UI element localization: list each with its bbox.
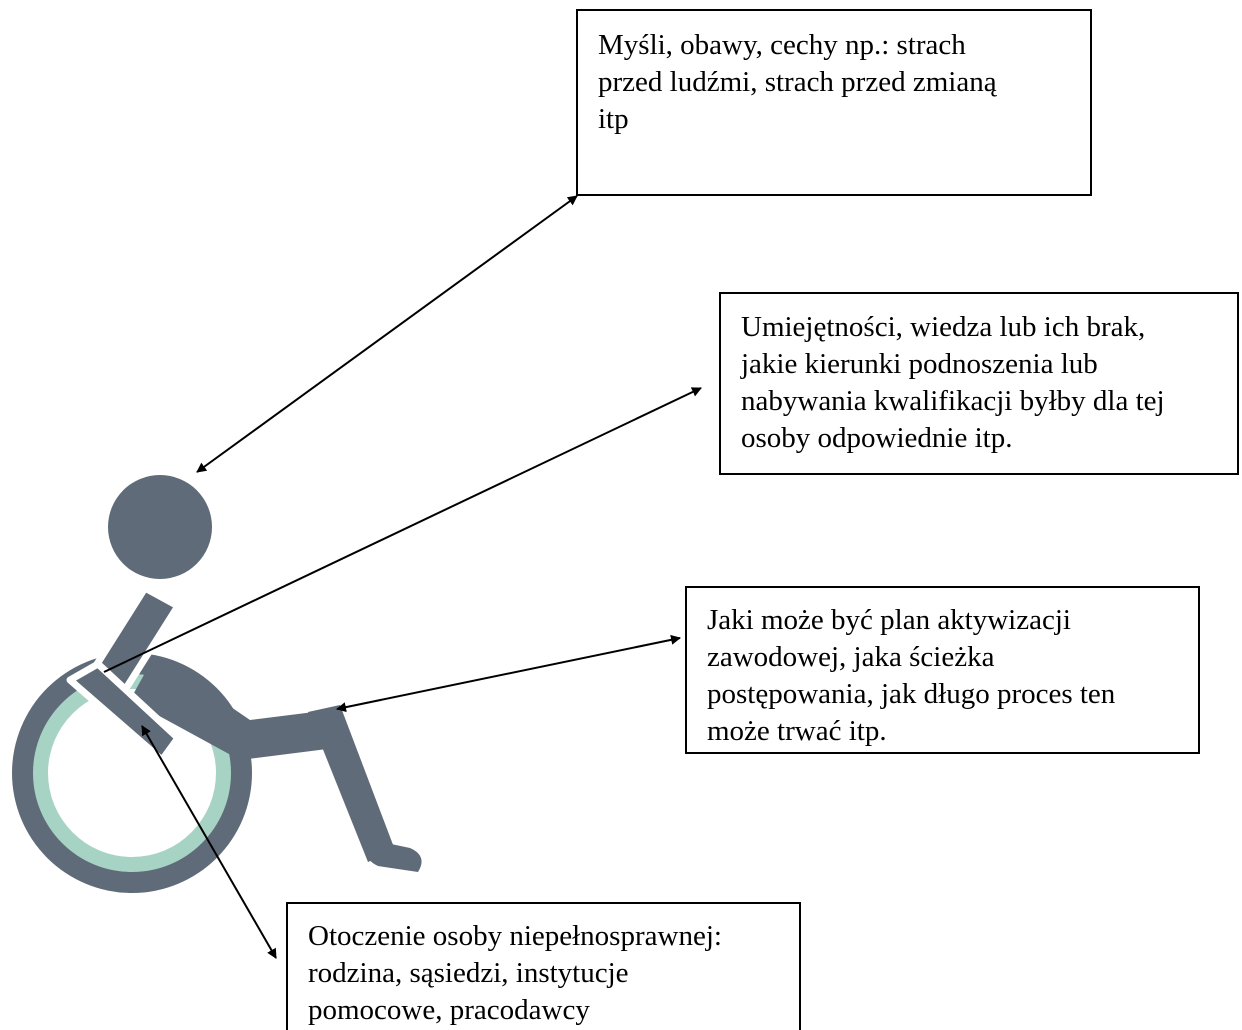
arrow-head-to-thoughts — [196, 195, 578, 473]
figure-foot — [367, 840, 422, 872]
wheelchair-user-icon — [12, 475, 422, 893]
figure-thigh — [130, 655, 335, 760]
note-skills-knowledge: Umiejętności, wiedza lub ich brak, jakie… — [719, 292, 1239, 475]
arrow-arm-to-skills — [103, 387, 702, 673]
figure-shin — [308, 705, 395, 862]
figure-head — [108, 475, 212, 579]
note-activation-plan: Jaki może być plan aktywizacji zawodowej… — [685, 586, 1200, 754]
arrow-wheel-to-environment — [141, 725, 277, 959]
arrow-leg-to-plan — [336, 634, 681, 713]
note-thoughts-fears: Myśli, obawy, cechy np.: strach przed lu… — [576, 9, 1092, 196]
note-environment: Otoczenie osoby niepełnosprawnej: rodzin… — [286, 902, 801, 1030]
